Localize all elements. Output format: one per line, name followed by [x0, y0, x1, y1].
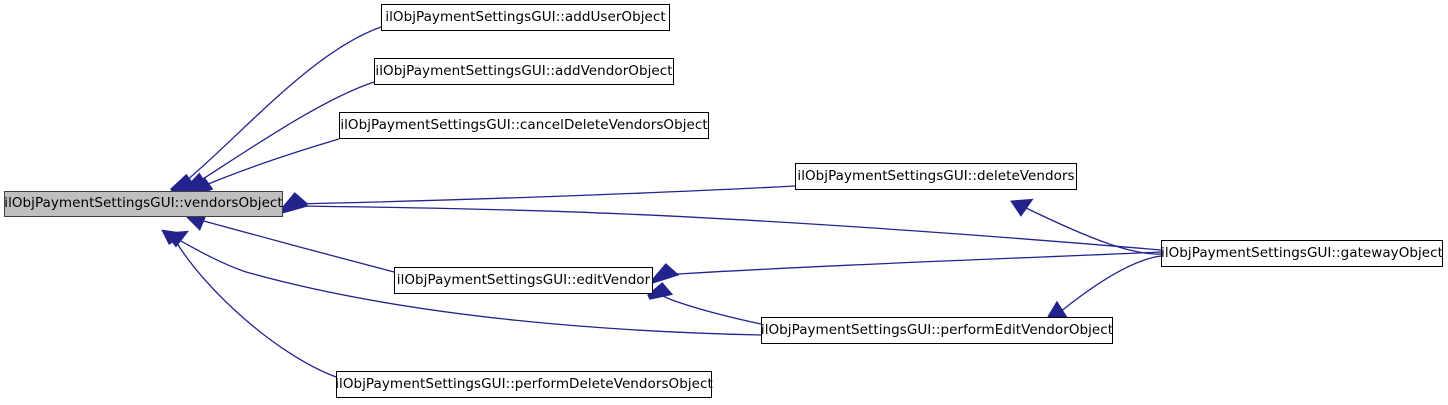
graph-node-vendorsObject[interactable]: ilObjPaymentSettingsGUI::vendorsObject: [4, 191, 283, 217]
edge-gatewayObject-to-editVendor: [661, 251, 1162, 276]
graph-node-label: ilObjPaymentSettingsGUI::deleteVendors: [797, 167, 1075, 184]
edge-addVendorObject-to-vendorsObject: [191, 81, 375, 187]
graph-node-label: ilObjPaymentSettingsGUI::performEditVend…: [760, 321, 1114, 338]
edge-performEditVendorObject-to-editVendor: [655, 292, 762, 325]
edge-performEditVendorObject-to-vendorsObject: [178, 239, 762, 336]
graph-node-label: ilObjPaymentSettingsGUI::gatewayObject: [1161, 244, 1443, 261]
graph-node-label: ilObjPaymentSettingsGUI::cancelDeleteVen…: [340, 116, 708, 133]
graph-node-label: ilObjPaymentSettingsGUI::editVendor: [396, 271, 651, 288]
edge-gatewayObject-to-vendorsObject: [292, 205, 1162, 251]
edge-cancelDeleteVendorsObject-to-vendorsObject: [195, 138, 340, 190]
arrowhead-gatewayObject-to-editVendor: [646, 263, 680, 286]
graph-node-label: ilObjPaymentSettingsGUI::performDeleteVe…: [335, 375, 713, 392]
graph-node-performEditVendorObject[interactable]: ilObjPaymentSettingsGUI::performEditVend…: [761, 317, 1113, 344]
graph-node-performDeleteVendorsObject[interactable]: ilObjPaymentSettingsGUI::performDeleteVe…: [335, 371, 713, 398]
arrowhead-performDeleteVendorsObject-to-vendorsObject: [161, 229, 187, 246]
edge-addUserObject-to-vendorsObject: [179, 26, 382, 187]
graph-node-label: ilObjPaymentSettingsGUI::vendorsObject: [4, 195, 283, 212]
arrowhead-addUserObject-to-vendorsObject: [170, 173, 197, 194]
graph-node-addUserObject[interactable]: ilObjPaymentSettingsGUI::addUserObject: [381, 4, 670, 31]
edge-deleteVendors-to-vendorsObject: [292, 185, 796, 205]
edge-gatewayObject-to-performEditVendorObject: [1059, 255, 1162, 313]
graph-node-gatewayObject[interactable]: ilObjPaymentSettingsGUI::gatewayObject: [1161, 240, 1443, 267]
arrowhead-gatewayObject-to-deleteVendors: [1010, 198, 1034, 217]
graph-node-label: ilObjPaymentSettingsGUI::addVendorObject: [375, 62, 673, 79]
edge-gatewayObject-to-deleteVendors: [1023, 206, 1162, 255]
graph-node-label: ilObjPaymentSettingsGUI::addUserObject: [385, 8, 666, 25]
graph-node-addVendorObject[interactable]: ilObjPaymentSettingsGUI::addVendorObject: [374, 58, 674, 85]
arrowhead-performEditVendorObject-to-editVendor: [647, 282, 674, 300]
edge-performDeleteVendorsObject-to-vendorsObject: [174, 239, 337, 378]
graph-node-cancelDeleteVendorsObject[interactable]: ilObjPaymentSettingsGUI::cancelDeleteVen…: [339, 112, 709, 139]
graph-node-deleteVendors[interactable]: ilObjPaymentSettingsGUI::deleteVendors: [795, 163, 1077, 190]
edge-editVendor-to-vendorsObject: [199, 219, 395, 273]
graph-node-editVendor[interactable]: ilObjPaymentSettingsGUI::editVendor: [394, 267, 653, 294]
arrowhead-gatewayObject-to-vendorsObject: [277, 194, 309, 216]
arrowhead-gatewayObject-to-performEditVendorObject: [1046, 300, 1070, 321]
